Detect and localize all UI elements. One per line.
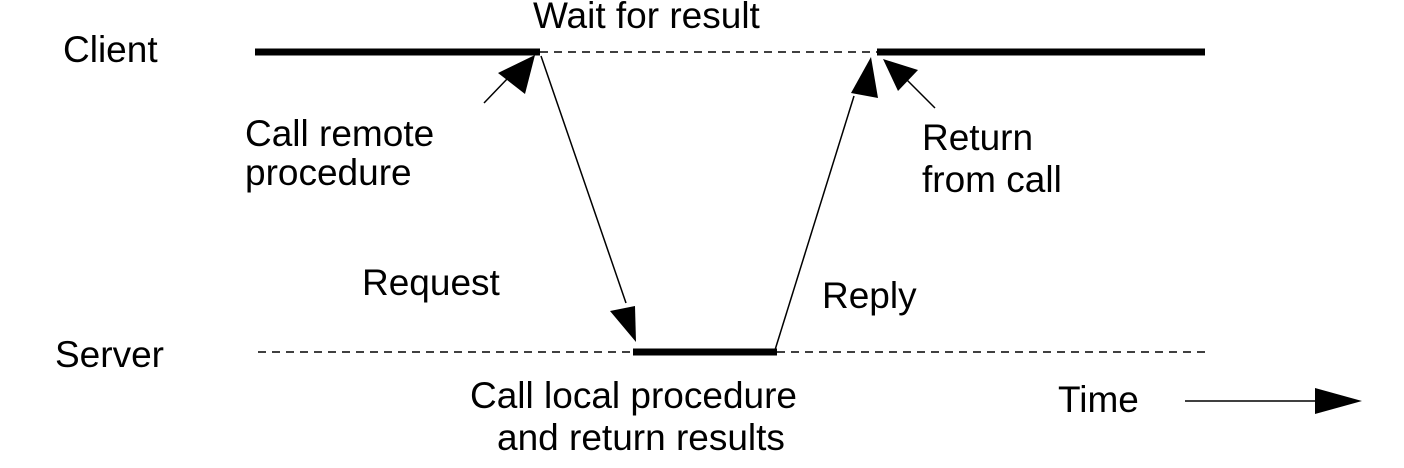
client-lane-label: Client <box>63 29 158 70</box>
call-local-label-line1: Call local procedure <box>470 375 797 416</box>
request-label: Request <box>362 262 501 303</box>
call-remote-label-line2: procedure <box>245 152 412 193</box>
request-arrowhead <box>610 306 636 342</box>
return-label-line1: Return <box>922 117 1033 158</box>
call-remote-pointer-arrowhead <box>498 55 535 94</box>
reply-arrow-line <box>774 95 855 351</box>
time-axis-arrowhead <box>1315 388 1362 414</box>
time-axis-label: Time <box>1058 379 1139 420</box>
title-wait-for-result: Wait for result <box>533 0 761 36</box>
server-lane-label: Server <box>55 334 164 375</box>
call-remote-label-line1: Call remote <box>245 113 434 154</box>
request-arrow-line <box>540 55 627 304</box>
return-label-line2: from call <box>922 159 1062 200</box>
reply-arrowhead <box>851 57 878 98</box>
call-remote-pointer-line <box>483 77 509 104</box>
reply-label: Reply <box>822 275 917 316</box>
return-pointer-arrowhead <box>883 59 918 91</box>
call-local-label-line2: and return results <box>497 417 785 458</box>
return-pointer-line <box>906 79 936 109</box>
